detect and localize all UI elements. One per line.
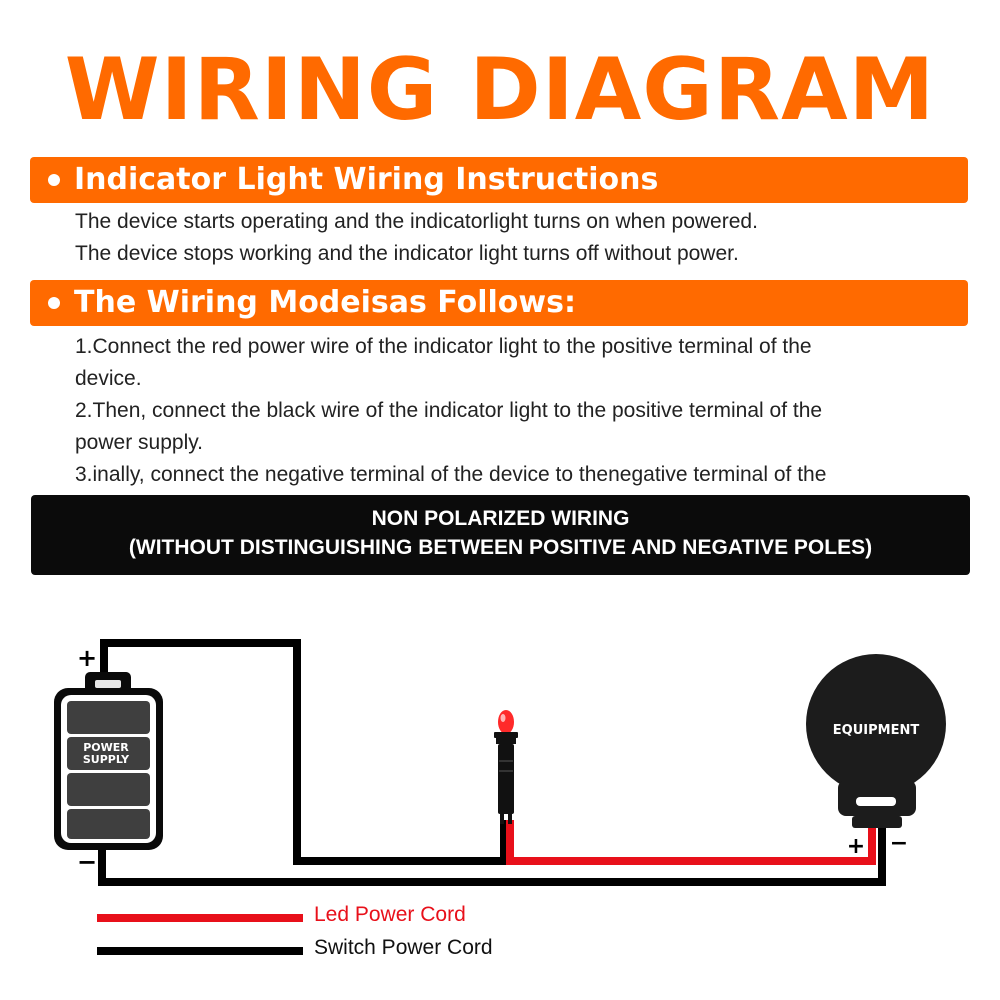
red-wire-lamp-to-equipment bbox=[506, 820, 876, 865]
legend-red-line bbox=[97, 914, 303, 922]
power-supply-label-1: POWER bbox=[83, 741, 129, 754]
indicator-light-icon bbox=[494, 710, 518, 824]
step-line: power supply. bbox=[75, 431, 204, 454]
black-wire-supply-to-equipment bbox=[98, 828, 886, 886]
bullet-dot-icon bbox=[48, 297, 60, 309]
notice-line-2: (WITHOUT DISTINGUISHING BETWEEN POSITIVE… bbox=[128, 536, 873, 559]
equipment-positive-sign: + bbox=[847, 834, 865, 859]
equipment-label: EQUIPMENT bbox=[833, 723, 920, 738]
step-line: 2.Then, connect the black wire of the in… bbox=[75, 399, 823, 422]
instruction-line: The device starts operating and the indi… bbox=[75, 210, 758, 233]
step-line: device. bbox=[75, 367, 142, 390]
equipment-icon bbox=[806, 654, 946, 828]
section-heading-instructions: Indicator Light Wiring Instructions bbox=[30, 157, 968, 203]
equipment-negative-sign: − bbox=[890, 831, 908, 856]
supply-positive-sign: + bbox=[77, 644, 97, 672]
instructions-text: The device starts operating and the indi… bbox=[75, 206, 955, 270]
power-supply-label-2: SUPPLY bbox=[83, 753, 130, 766]
wiring-steps-text: 1.Connect the red power wire of the indi… bbox=[75, 331, 955, 491]
black-wire-supply-to-lamp bbox=[100, 639, 508, 865]
supply-negative-sign: − bbox=[77, 848, 97, 876]
page-title: WIRING DIAGRAM bbox=[64, 40, 936, 140]
non-polarized-notice: NON POLARIZED WIRING (WITHOUT DISTINGUIS… bbox=[31, 495, 970, 575]
section-heading-text: The Wiring Modeisas Follows: bbox=[74, 285, 576, 320]
power-supply-battery-icon bbox=[54, 672, 163, 850]
instruction-line: The device stops working and the indicat… bbox=[75, 242, 739, 265]
step-line: 3.inally, connect the negative terminal … bbox=[75, 463, 827, 486]
bullet-dot-icon bbox=[48, 174, 60, 186]
legend-black-line bbox=[97, 947, 303, 955]
wiring-diagram: POWER SUPPLY + − EQUIPMENT + − bbox=[54, 639, 946, 886]
legend-label: Switch Power Cord bbox=[314, 936, 493, 959]
section-heading-wiring-mode: The Wiring Modeisas Follows: bbox=[30, 280, 968, 326]
notice-line-1: NON POLARIZED WIRING bbox=[371, 507, 630, 530]
legend-label: Led Power Cord bbox=[314, 903, 466, 926]
section-heading-text: Indicator Light Wiring Instructions bbox=[74, 162, 659, 197]
step-line: 1.Connect the red power wire of the indi… bbox=[75, 335, 812, 358]
